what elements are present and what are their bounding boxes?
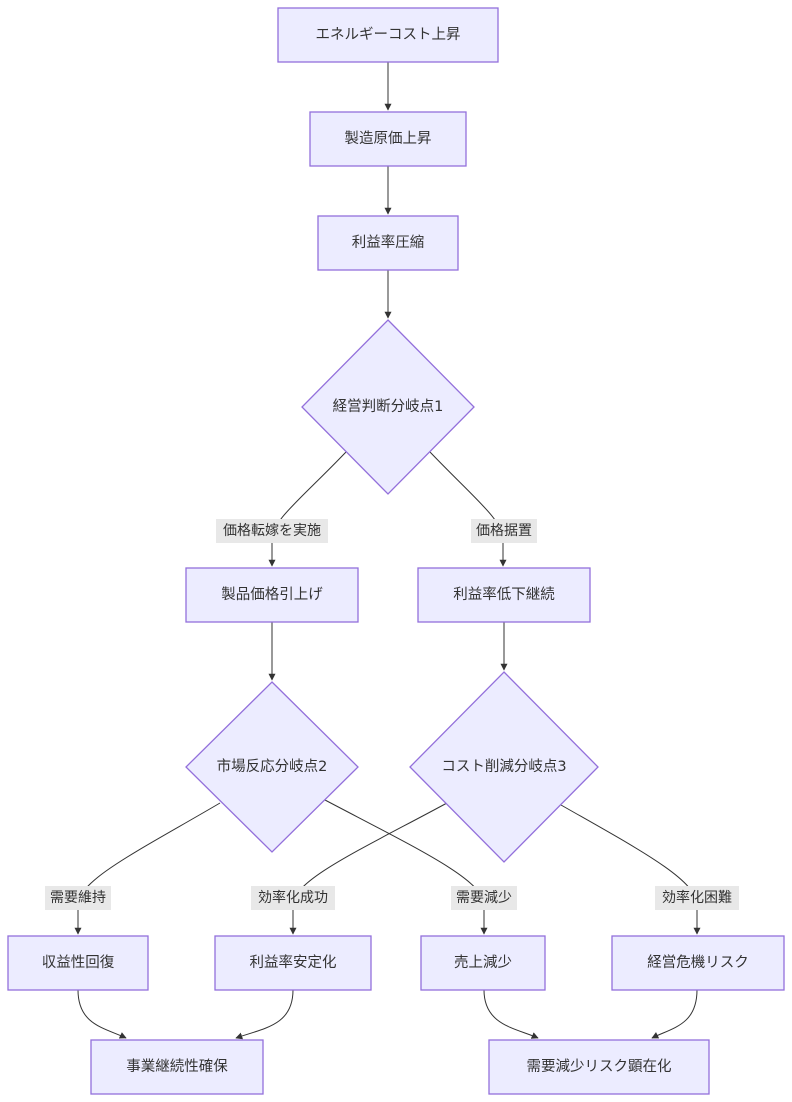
node-demand-decline-risk-label: 需要減少リスク顕在化 [527,1058,672,1075]
edge-label-eff-success: 効率化成功 [251,886,335,910]
edges [74,62,701,1040]
node-market-reaction-2: 市場反応分岐点2 [185,681,359,853]
node-profitability-recovery: 収益性回復 [7,935,149,991]
node-profitability-recovery-label: 収益性回復 [42,954,115,971]
edge-decision1-to-price-raise [268,451,347,567]
edge-decision1-to-margin-decline [429,451,507,567]
node-margin-decline-continues: 利益率低下継続 [417,567,591,623]
node-manufacturing-cost-rise-label: 製造原価上昇 [345,130,432,147]
edge-label-price-pass: 価格転嫁を実施 [216,519,328,543]
edge-label-demand-down: 需要減少 [451,886,517,910]
edge-label-price-pass-text: 価格転嫁を実施 [223,523,321,539]
edge-label-demand-keep-text: 需要維持 [50,890,106,906]
node-manufacturing-cost-rise: 製造原価上昇 [309,111,467,167]
node-cost-reduction-3: コスト削減分岐点3 [409,671,599,863]
edge-profit-recovery-to-continuity [77,989,127,1039]
node-product-price-raise-label: 製品価格引上げ [221,586,323,603]
node-margin-decline-continues-label: 利益率低下継続 [453,586,555,603]
node-margin-compression-label: 利益率圧縮 [352,234,425,251]
edge-label-price-hold: 価格据置 [471,519,537,543]
edge-label-eff-hard: 効率化困難 [655,886,739,910]
edge-label-eff-success-text: 効率化成功 [258,889,328,906]
edge-market-to-sales-decline [324,799,488,935]
node-cost-reduction-3-label: コスト削減分岐点3 [441,758,566,775]
node-margin-stabilization: 利益率安定化 [214,935,372,991]
edge-sales-decline-to-demand-risk [483,989,539,1039]
edge-label-price-hold-text: 価格据置 [476,523,532,539]
node-management-crisis-risk: 経営危機リスク [611,935,785,991]
edge-margin-stable-to-continuity [235,989,294,1040]
node-product-price-raise: 製品価格引上げ [185,567,359,623]
nodes: エネルギーコスト上昇 製造原価上昇 利益率圧縮 経営判断分岐点1 製品価格引上げ… [7,7,785,1095]
node-demand-decline-risk: 需要減少リスク顕在化 [488,1039,710,1095]
edge-costcut-to-margin-stable [289,802,448,935]
edge-crisis-to-demand-risk [651,989,698,1039]
node-market-reaction-2-label: 市場反応分岐点2 [217,758,328,775]
edge-label-eff-hard-text: 効率化困難 [662,889,732,906]
edge-label-demand-keep: 需要維持 [45,886,111,910]
node-margin-compression: 利益率圧縮 [317,215,459,271]
node-sales-decline: 売上減少 [420,935,546,991]
edge-costcut-to-crisis [560,804,701,935]
node-energy-cost-rise-label: エネルギーコスト上昇 [316,26,461,43]
node-business-continuity: 事業継続性確保 [90,1039,264,1095]
node-management-crisis-risk-label: 経営危機リスク [647,954,749,971]
node-management-decision-1: 経営判断分岐点1 [301,319,475,495]
node-management-decision-1-label: 経営判断分岐点1 [333,398,444,415]
node-margin-stabilization-label: 利益率安定化 [250,954,337,971]
node-business-continuity-label: 事業継続性確保 [126,1058,228,1075]
edge-market-to-profit-recovery [74,802,221,935]
node-energy-cost-rise: エネルギーコスト上昇 [277,7,499,63]
edge-label-demand-down-text: 需要減少 [456,889,512,906]
edge-labels: 価格転嫁を実施 価格据置 需要維持 効率化成功 需要減少 効率化困難 [45,519,739,910]
node-sales-decline-label: 売上減少 [454,954,512,971]
